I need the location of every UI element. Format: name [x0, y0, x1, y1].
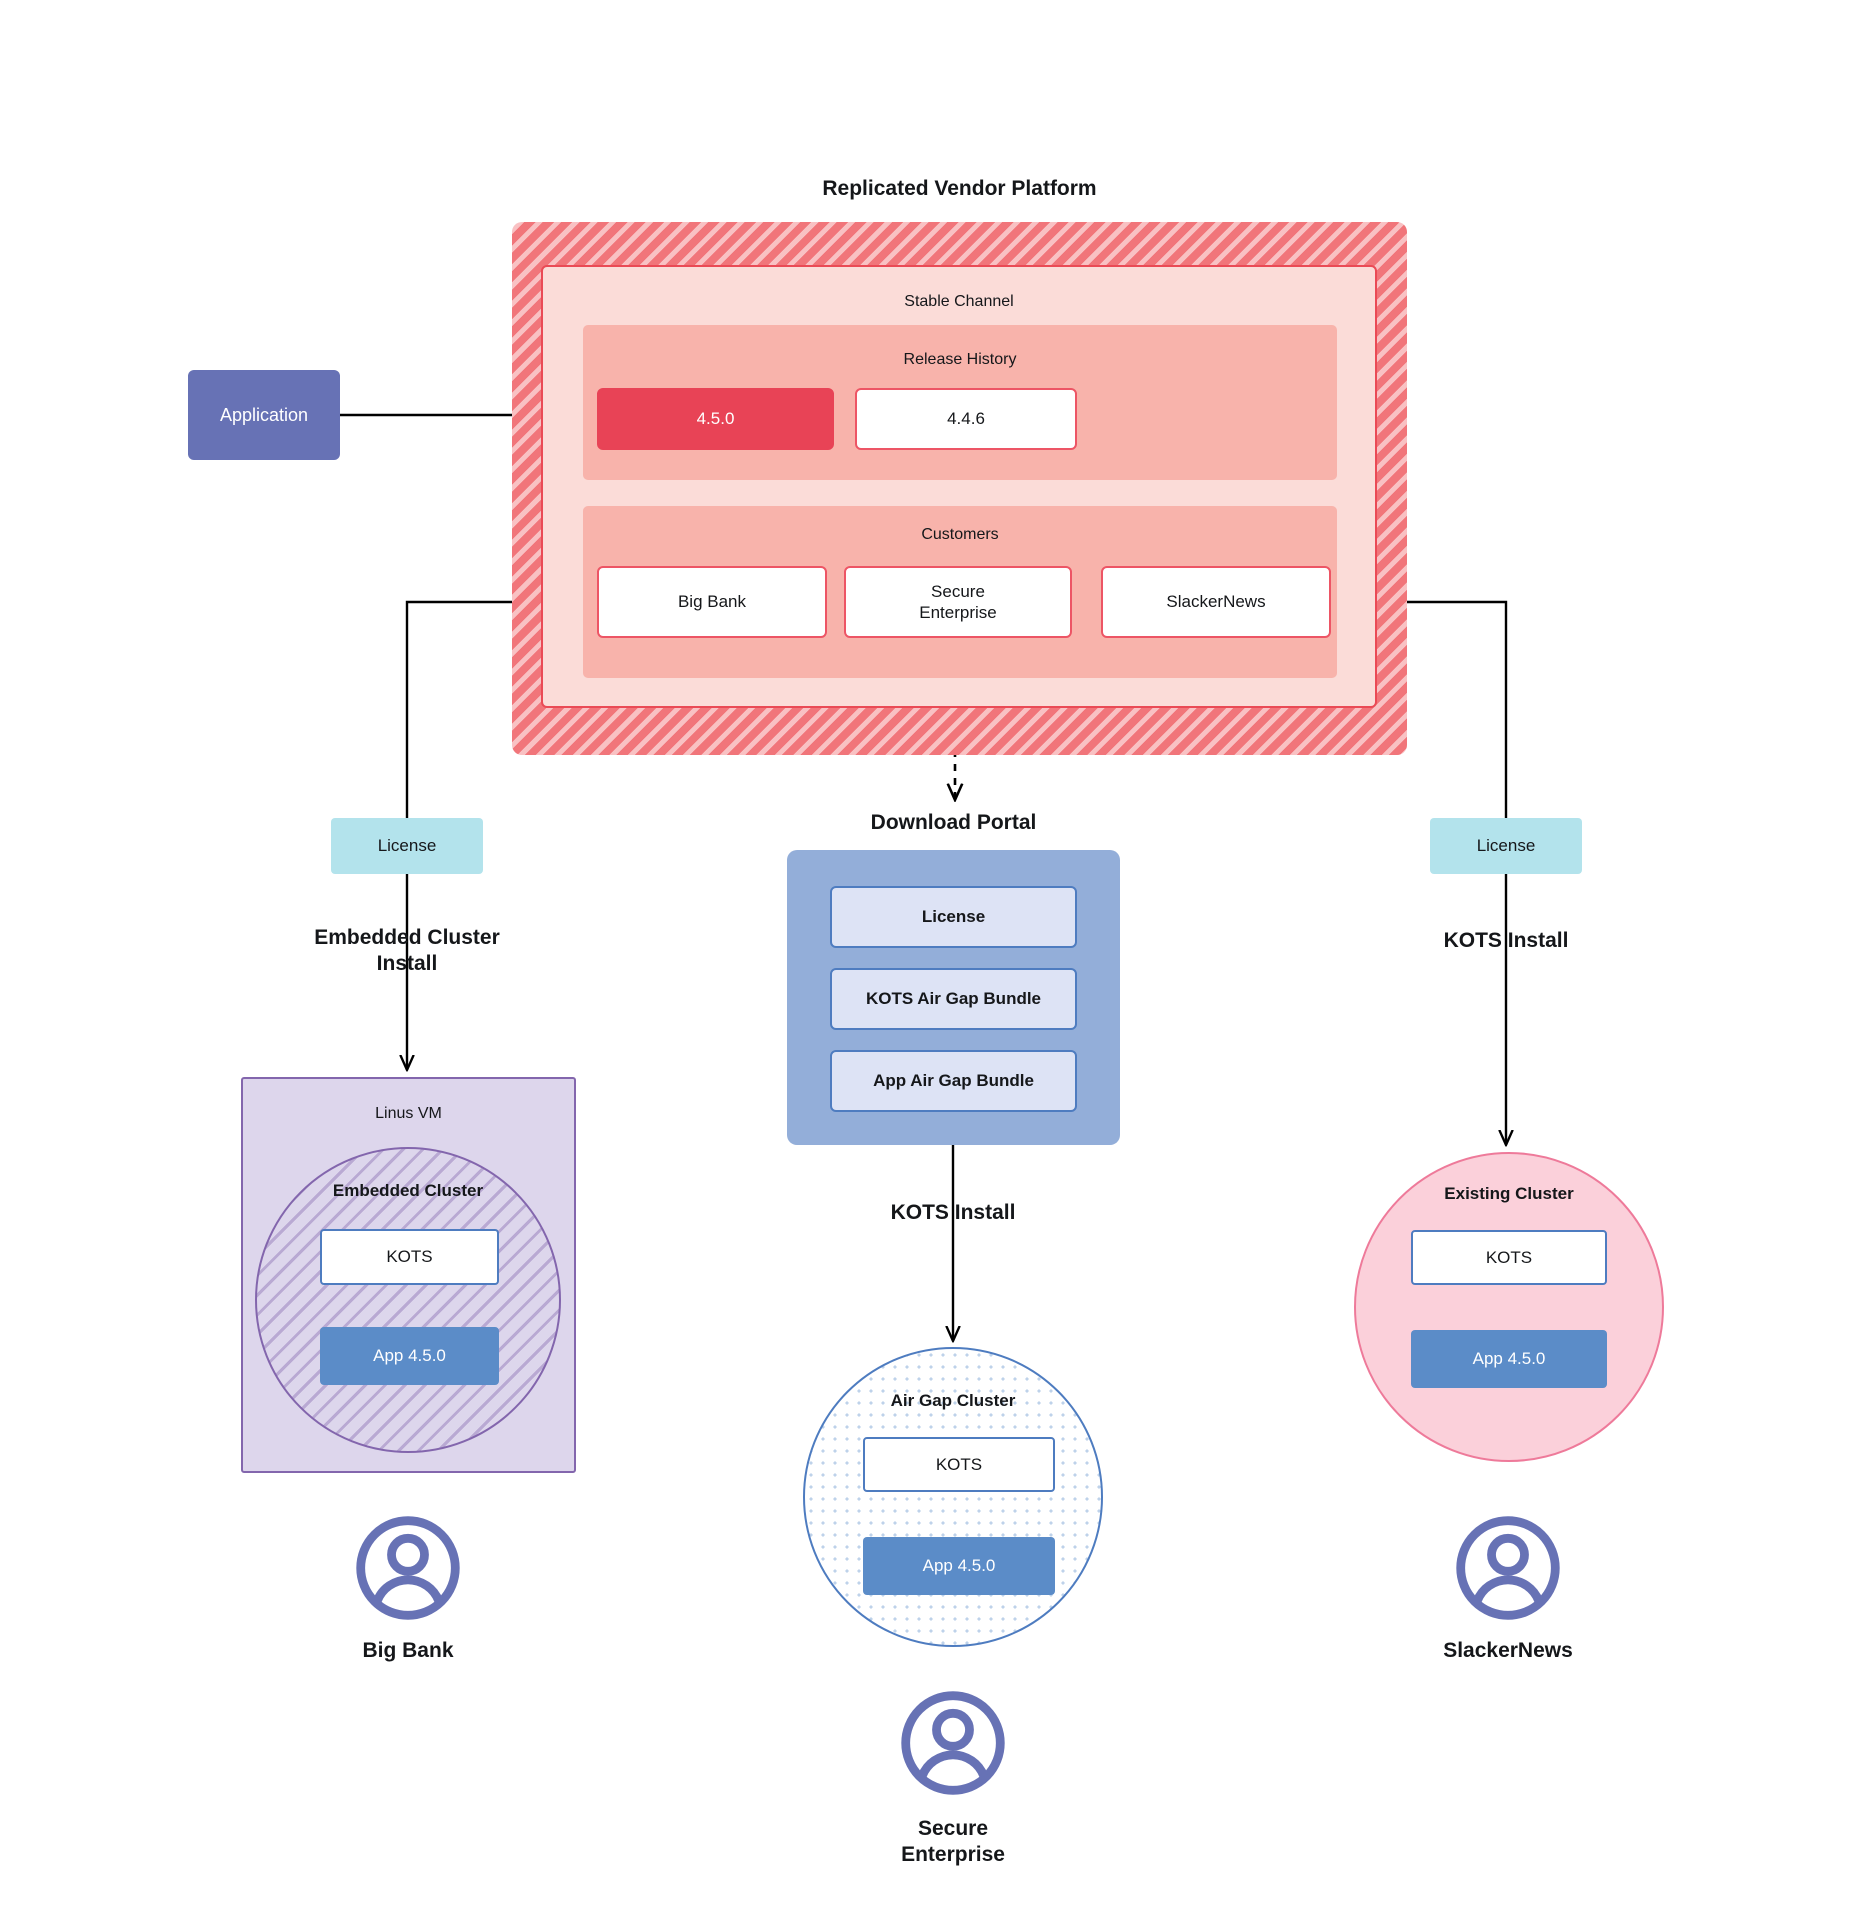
existing-cluster-label: Existing Cluster — [1444, 1184, 1574, 1203]
linus-vm-label: Linus VM — [375, 1105, 442, 1122]
edge-label-embedded-cluster-install: Embedded Cluster Install — [314, 926, 500, 976]
customers-label: Customers — [921, 526, 999, 543]
license-chip-right[interactable]: License — [1430, 818, 1582, 874]
kots-node-embedded[interactable]: KOTS — [320, 1229, 499, 1285]
customer-card-slackernews[interactable]: SlackerNews — [1101, 566, 1331, 638]
release-history-label: Release History — [903, 351, 1017, 368]
persona-avatar-icon-slackernews — [1456, 1516, 1560, 1620]
release-card-current[interactable]: 4.5.0 — [597, 388, 834, 450]
portal-item-kots-air-gap-bundle[interactable]: KOTS Air Gap Bundle — [830, 968, 1077, 1030]
release-card-previous[interactable]: 4.4.6 — [855, 388, 1077, 450]
license-chip-left[interactable]: License — [331, 818, 483, 874]
app-node-airgap[interactable]: App 4.5.0 — [863, 1537, 1055, 1595]
page-title: Replicated Vendor Platform — [822, 177, 1097, 200]
persona-label-secure-enterprise: Secure Enterprise — [901, 1817, 1005, 1867]
persona-label-slackernews: SlackerNews — [1443, 1639, 1573, 1662]
embedded-cluster-circle — [255, 1147, 561, 1453]
customer-card-big-bank[interactable]: Big Bank — [597, 566, 827, 638]
portal-item-license[interactable]: License — [830, 886, 1077, 948]
persona-avatar-icon-big-bank — [356, 1516, 460, 1620]
app-node-embedded[interactable]: App 4.5.0 — [320, 1327, 499, 1385]
air-gap-cluster-circle — [803, 1347, 1103, 1647]
existing-cluster-circle — [1354, 1152, 1664, 1462]
application-node[interactable]: Application — [188, 370, 340, 460]
persona-avatar-icon-secure-enterprise — [901, 1691, 1005, 1795]
edge-label-kots-install-right: KOTS Install — [1443, 929, 1569, 952]
portal-item-app-air-gap-bundle[interactable]: App Air Gap Bundle — [830, 1050, 1077, 1112]
embedded-cluster-label: Embedded Cluster — [332, 1181, 484, 1200]
download-portal-label: Download Portal — [870, 811, 1037, 834]
app-node-existing[interactable]: App 4.5.0 — [1411, 1330, 1607, 1388]
stable-channel-label: Stable Channel — [904, 293, 1014, 310]
customer-card-secure-enterprise[interactable]: Secure Enterprise — [844, 566, 1072, 638]
kots-node-airgap[interactable]: KOTS — [863, 1437, 1055, 1492]
persona-label-big-bank: Big Bank — [362, 1639, 454, 1662]
kots-node-existing[interactable]: KOTS — [1411, 1230, 1607, 1285]
air-gap-cluster-label: Air Gap Cluster — [890, 1391, 1016, 1410]
edge-label-kots-install-middle: KOTS Install — [890, 1201, 1016, 1224]
